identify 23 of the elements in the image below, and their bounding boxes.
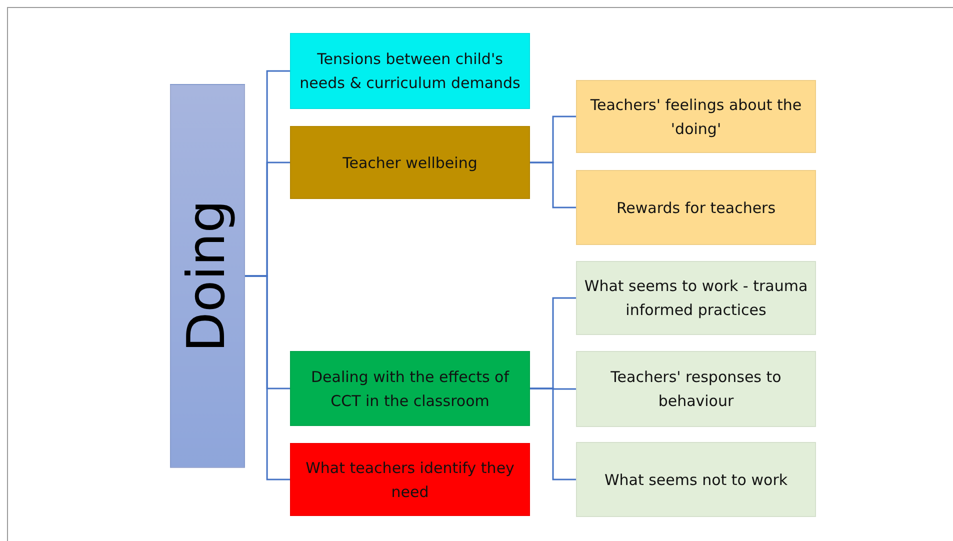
topic-label: Teacher wellbeing — [342, 152, 478, 174]
connector-line — [245, 275, 290, 480]
topic-label: What seems not to work — [603, 470, 789, 490]
category-bar — [170, 84, 245, 468]
subtopic-box — [576, 80, 816, 153]
topic-label: Rewards for teachers — [615, 198, 777, 218]
connector-line — [530, 388, 576, 480]
subtopic-box — [576, 442, 816, 517]
subtopic-box — [576, 351, 816, 427]
category-title: Doing — [178, 200, 238, 352]
topic-box — [290, 126, 530, 199]
topic-box — [290, 33, 530, 109]
topic-label: Teachers' responses to behaviour — [610, 367, 782, 412]
topic-label: What teachers identify they need — [304, 458, 516, 502]
topic-box — [290, 443, 530, 516]
topic-label: What seems to work - trauma informed practices — [583, 276, 809, 321]
topic-box — [290, 351, 530, 426]
topic-label: Tensions between child's needs & curriculum demands — [298, 49, 522, 94]
connector-line — [530, 162, 576, 208]
topic-label: Dealing with the effects of CCT in the classroom — [310, 366, 510, 412]
subtopic-box — [576, 170, 816, 245]
topic-label: Teachers' feelings about the 'doing' — [589, 94, 803, 140]
subtopic-box — [576, 261, 816, 335]
